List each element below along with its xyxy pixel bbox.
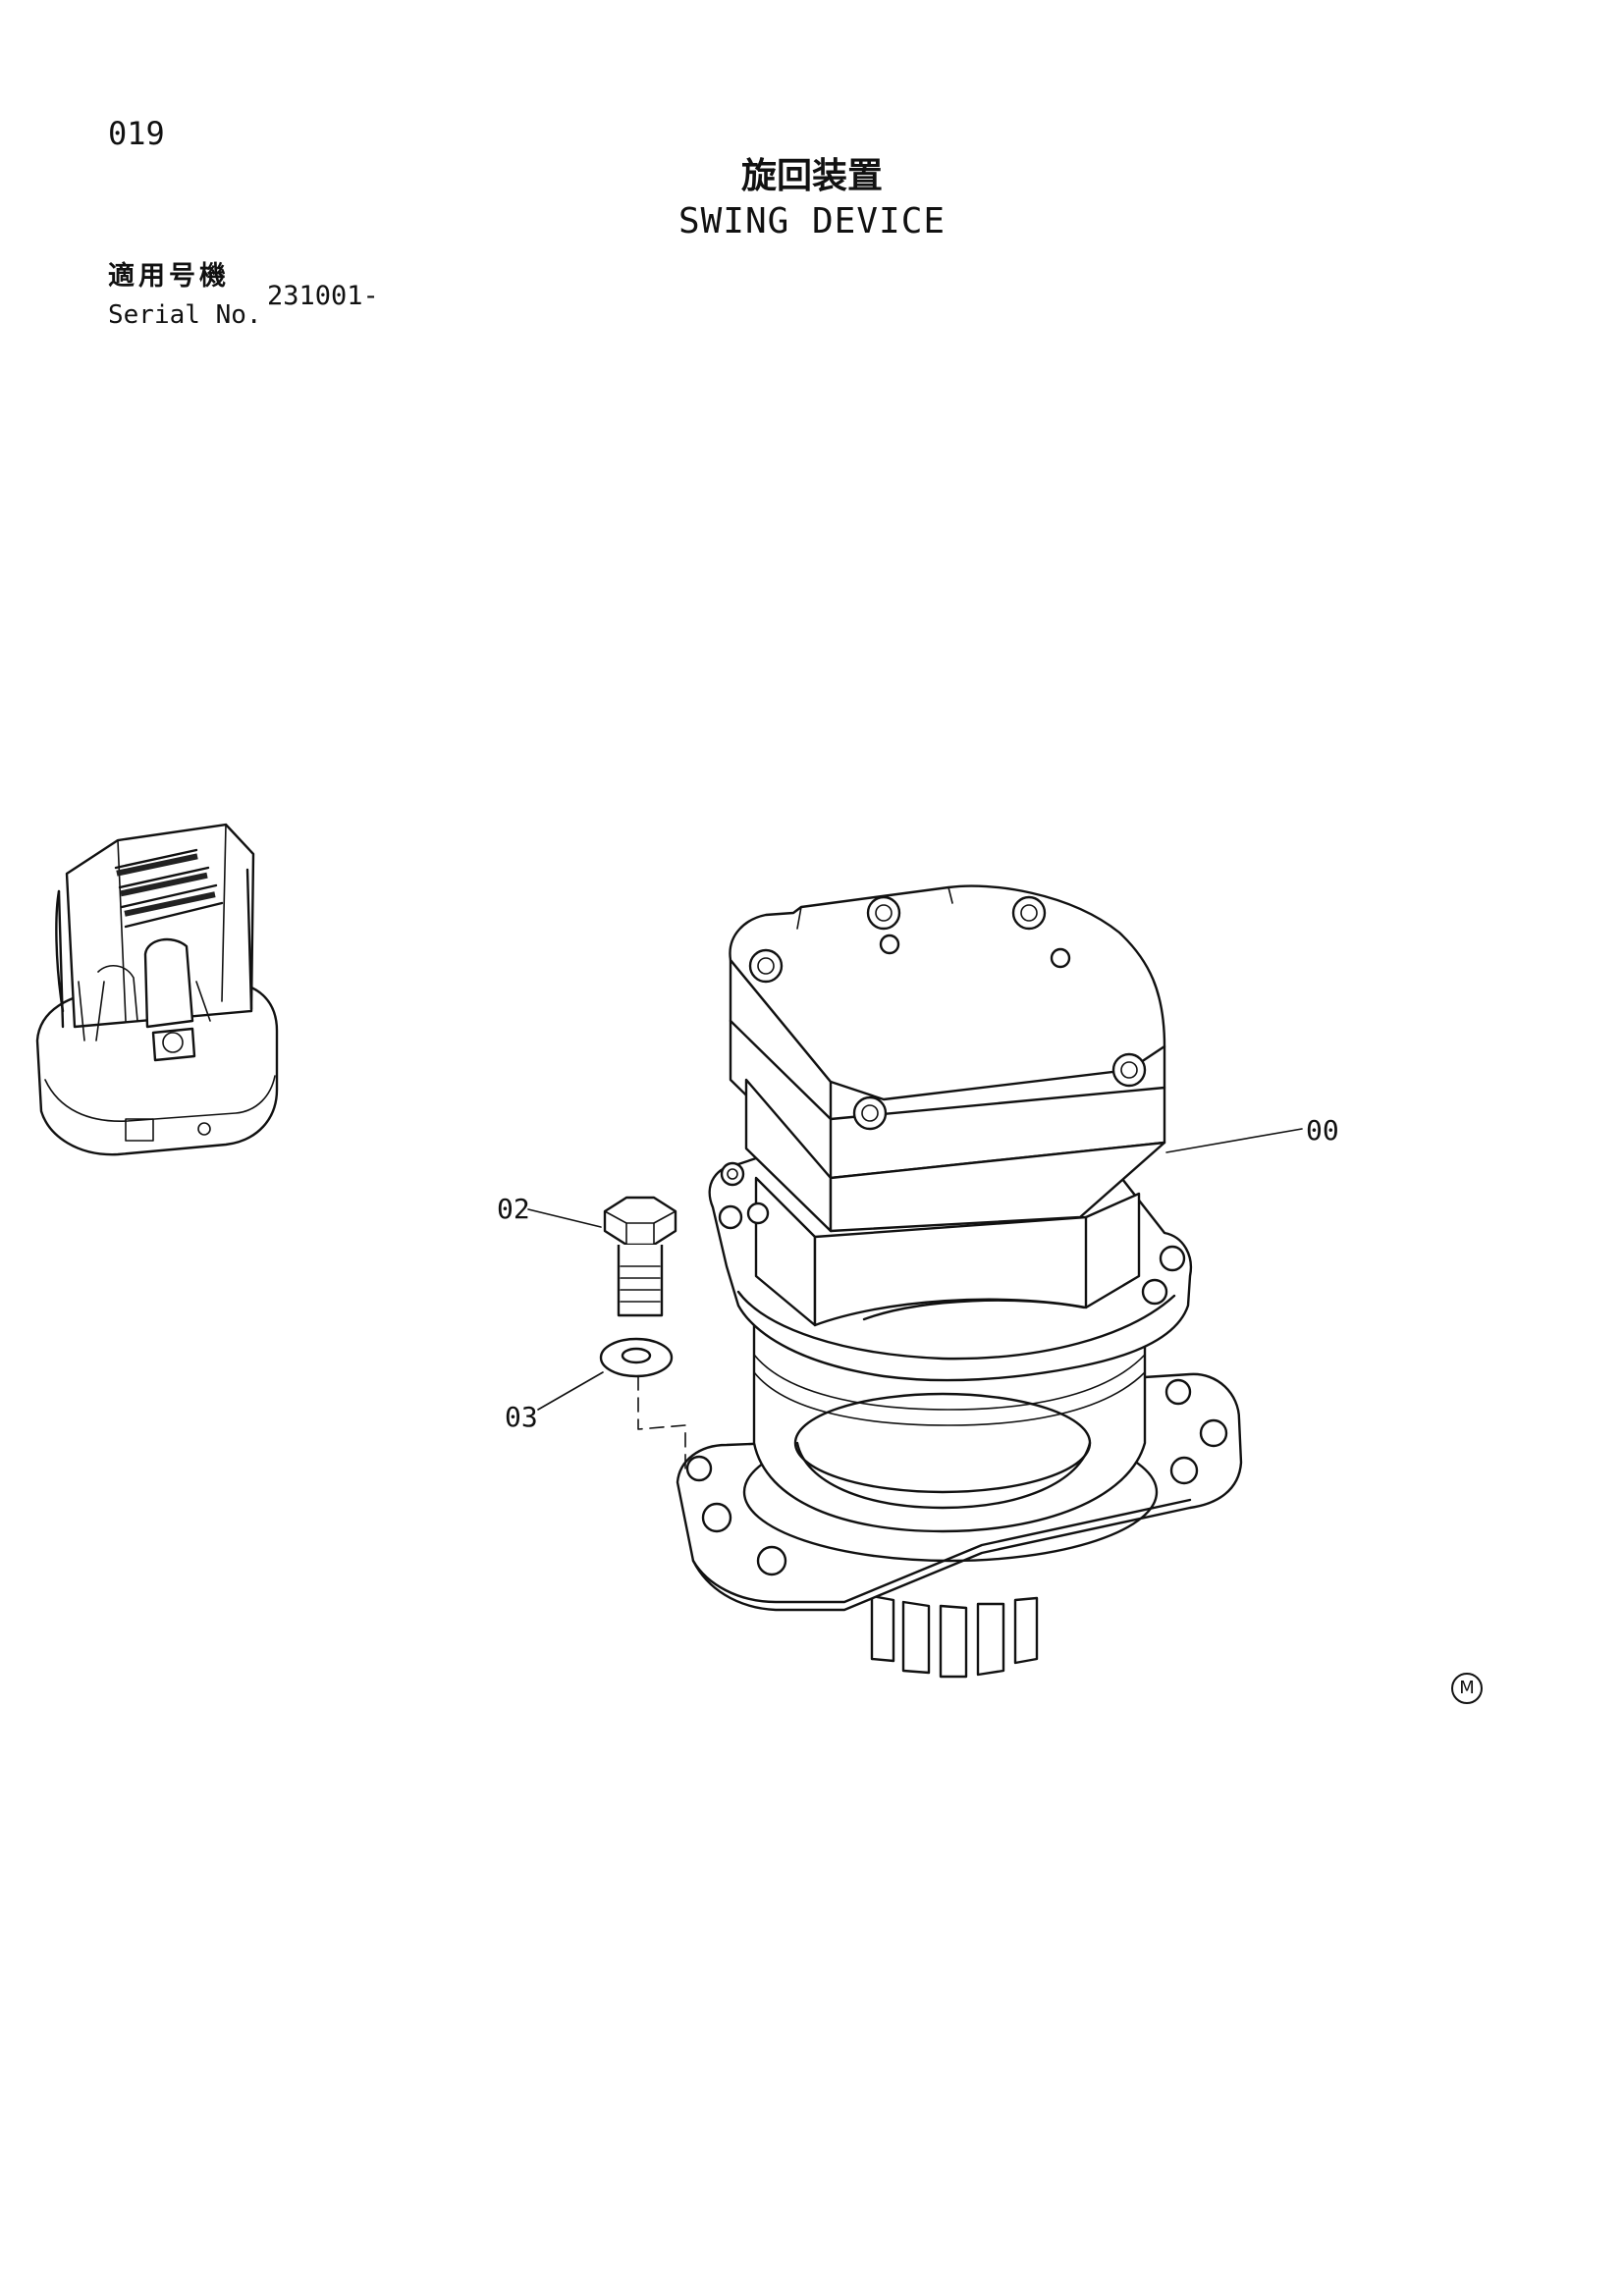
flange-bolt-hole	[1169, 1456, 1199, 1485]
cover-bolt	[1111, 1052, 1147, 1088]
flange-bolt	[718, 1204, 743, 1230]
callout-label-02: 02	[497, 1193, 530, 1225]
serial-label-japanese: 適用号機	[108, 261, 230, 292]
valve-block	[746, 1176, 1141, 1327]
cover-bolt	[852, 1095, 888, 1131]
motor-cover	[729, 884, 1166, 1233]
callout-label-03: 03	[505, 1401, 538, 1433]
swing-motor-assembly	[676, 884, 1243, 1679]
serial-value: 231001-	[267, 281, 379, 311]
cover-port	[1050, 947, 1071, 969]
serial-label-english: Serial No.	[108, 300, 262, 330]
title-english: SWING DEVICE	[677, 201, 947, 241]
flange-bolt-hole	[1199, 1418, 1228, 1448]
washer-part-03	[599, 1337, 674, 1378]
title-japanese: 旋回装置	[740, 156, 883, 196]
flange-bolt-hole	[685, 1455, 713, 1482]
cover-port	[879, 934, 900, 955]
flange-bolt-hole	[756, 1545, 787, 1576]
flange-bolt-hole	[1164, 1378, 1192, 1406]
flange-bolt-hole	[701, 1502, 732, 1533]
page-number: 019	[108, 115, 165, 152]
bolt-part-02	[603, 1196, 677, 1317]
leader-line-00	[1165, 1128, 1303, 1153]
callout-label-00: 00	[1306, 1114, 1339, 1147]
flange-bolt	[720, 1161, 745, 1187]
excavator-thumbnail	[35, 823, 279, 1156]
flange-bolt	[1141, 1278, 1168, 1306]
cover-bolt	[748, 948, 784, 984]
cover-bolt	[1011, 895, 1047, 931]
pinion-gear	[870, 1594, 1039, 1679]
maker-mark: M	[1451, 1673, 1483, 1704]
port-plug	[746, 1201, 770, 1225]
step-icon	[125, 1118, 154, 1142]
leader-line-02	[527, 1208, 602, 1228]
cover-bolt	[866, 895, 901, 931]
leader-line-03	[537, 1371, 604, 1411]
assembly-line	[637, 1375, 686, 1469]
flange-bolt	[1159, 1245, 1186, 1272]
